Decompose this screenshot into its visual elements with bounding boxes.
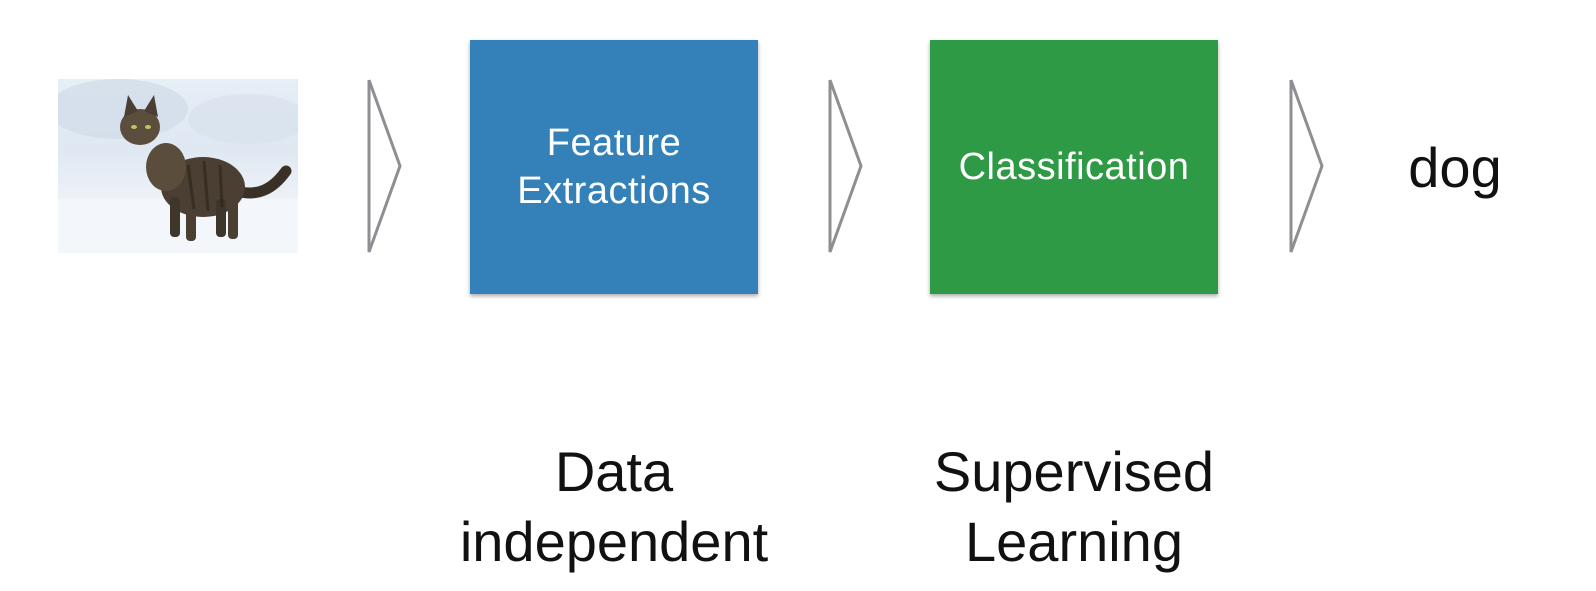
feature-extraction-box: Feature Extractions <box>470 40 758 294</box>
arrow-right-icon <box>1289 78 1325 254</box>
caption2-line2: Learning <box>965 510 1183 573</box>
arrow-right-icon <box>828 78 864 254</box>
cat-photo-icon <box>58 79 298 253</box>
classification-label: Classification <box>958 146 1190 188</box>
caption1-line2: independent <box>459 510 769 573</box>
caption-supervised-learning: Supervised Learning <box>864 437 1284 577</box>
feature-extraction-label-line2: Extractions <box>517 170 711 212</box>
feature-extraction-label-line1: Feature <box>546 122 682 164</box>
caption-data-independent: Data independent <box>404 437 824 577</box>
caption2-line1: Supervised <box>933 440 1215 503</box>
arrow-right-icon <box>367 78 403 254</box>
input-cat-photo <box>58 79 298 253</box>
output-label: dog <box>1408 136 1502 199</box>
classification-box: Classification <box>930 40 1218 294</box>
caption1-line1: Data <box>554 440 674 503</box>
